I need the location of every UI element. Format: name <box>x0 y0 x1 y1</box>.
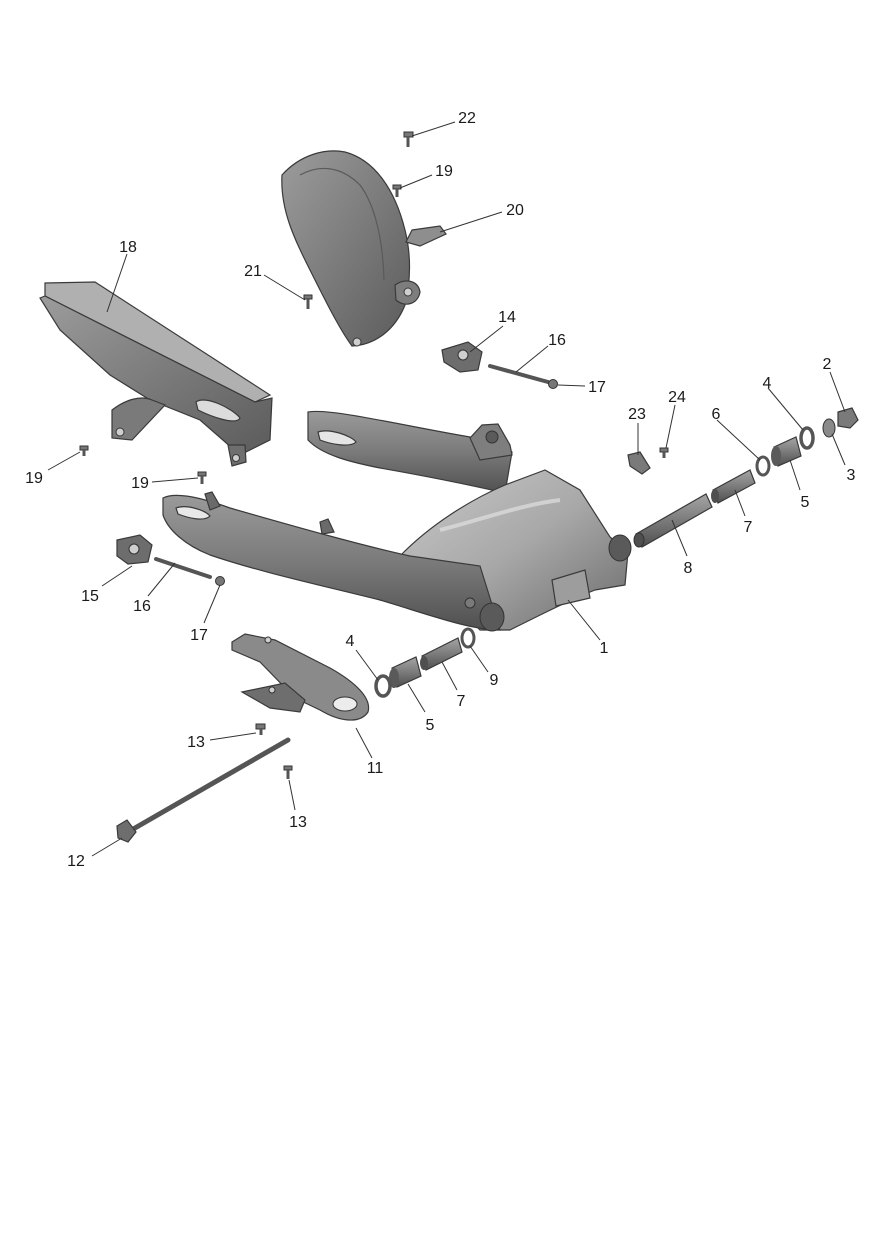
screw-19-mid <box>197 471 207 484</box>
pivot-spindle <box>116 737 291 843</box>
callout-19-top: 19 <box>435 163 453 180</box>
callout-19-left: 19 <box>25 470 43 487</box>
leader-lines <box>47 121 846 857</box>
callout-7-right: 7 <box>744 519 753 536</box>
callout-1: 1 <box>600 640 609 657</box>
rear-hugger <box>281 150 447 347</box>
callout-3: 3 <box>847 467 856 484</box>
bearing-right <box>771 436 802 467</box>
spacer-left <box>420 637 463 671</box>
callout-2: 2 <box>823 356 832 373</box>
chain-slider <box>231 633 370 721</box>
washer-right <box>799 426 815 450</box>
bracket-23 <box>627 451 651 475</box>
swingarm <box>162 410 632 632</box>
callout-18: 18 <box>119 239 137 256</box>
callout-5-right: 5 <box>801 494 810 511</box>
seal-left <box>460 627 476 649</box>
screw-19-top <box>392 184 402 197</box>
bolt-22 <box>403 131 414 147</box>
callout-labels: 22 19 20 21 18 14 16 17 2 4 3 6 23 24 5 … <box>25 110 855 870</box>
screw-24 <box>659 447 669 458</box>
callout-4-right: 4 <box>763 375 772 392</box>
callout-13-lower: 13 <box>289 814 307 831</box>
screw-19-left <box>79 445 89 456</box>
seal-right <box>755 455 771 477</box>
callout-4-left: 4 <box>346 633 355 650</box>
washer-left <box>374 674 392 698</box>
screw-21 <box>303 294 313 309</box>
spacer-right <box>711 469 756 504</box>
bearing-left <box>389 656 422 688</box>
chain-adjuster-block-right <box>441 341 483 373</box>
callout-20: 20 <box>506 202 524 219</box>
cap-nut <box>837 407 859 429</box>
callout-19-mid: 19 <box>131 475 149 492</box>
chain-guard <box>39 281 273 467</box>
callout-23: 23 <box>628 406 646 423</box>
seal-ring <box>822 418 836 438</box>
callout-12: 12 <box>67 853 85 870</box>
callout-6: 6 <box>712 406 721 423</box>
adjuster-bolt-right <box>488 364 550 384</box>
adjuster-nut-left <box>215 576 225 586</box>
callout-24: 24 <box>668 389 686 406</box>
callout-8: 8 <box>684 560 693 577</box>
callout-17-right: 17 <box>588 379 606 396</box>
adjuster-bolt-left <box>154 557 212 579</box>
screw-13-upper <box>255 723 266 735</box>
callout-14: 14 <box>498 309 516 326</box>
callout-5-left: 5 <box>426 717 435 734</box>
callout-21: 21 <box>244 263 262 280</box>
callout-22: 22 <box>458 110 476 127</box>
screw-13-lower <box>283 765 293 779</box>
adjuster-nut-right <box>548 379 558 389</box>
chain-adjuster-block-left <box>116 534 153 565</box>
callout-16-left: 16 <box>133 598 151 615</box>
callout-7-left: 7 <box>457 693 466 710</box>
callout-11: 11 <box>367 760 384 777</box>
callout-17-left: 17 <box>190 627 208 644</box>
callout-16-right: 16 <box>548 332 566 349</box>
callout-13-upper: 13 <box>187 734 205 751</box>
pivot-tube <box>633 493 713 548</box>
callout-9: 9 <box>490 672 499 689</box>
callout-15: 15 <box>81 588 99 605</box>
